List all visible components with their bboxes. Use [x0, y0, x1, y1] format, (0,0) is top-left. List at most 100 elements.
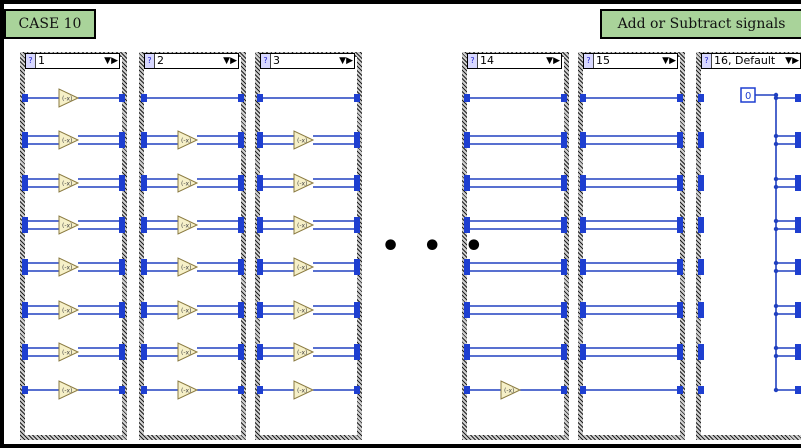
tunnel-terminal	[22, 352, 28, 360]
tunnel-terminal	[22, 225, 28, 233]
negate-symbol: (-x)	[181, 181, 191, 188]
case-selector-14[interactable]: ?14▼▶	[467, 53, 562, 69]
negate-node-icon	[293, 380, 315, 400]
tunnel-terminal	[561, 175, 567, 183]
tunnel-terminal	[119, 225, 125, 233]
case-selector-2[interactable]: ?2▼▶	[144, 53, 239, 69]
tunnel-terminal	[119, 344, 125, 352]
tunnel-terminal	[141, 259, 147, 267]
tunnel-terminal	[561, 140, 567, 148]
tunnel-terminal	[795, 132, 801, 140]
tunnel-terminal	[698, 225, 704, 233]
tunnel-terminal	[561, 302, 567, 310]
tunnel-terminal	[22, 183, 28, 191]
negate-symbol: (-x)	[62, 181, 72, 188]
tunnel-terminal	[257, 386, 263, 394]
tunnel-terminal	[464, 267, 470, 275]
tunnel-terminal	[677, 267, 683, 275]
tunnel-terminal	[795, 302, 801, 310]
case-selector-16-default[interactable]: ?16, Default▼▶	[701, 53, 801, 69]
tunnel-terminal	[795, 344, 801, 352]
tunnel-terminal	[238, 175, 244, 183]
tunnel-terminal	[561, 94, 567, 102]
negate-symbol: (-x)	[62, 223, 72, 230]
negate-node-icon	[293, 130, 315, 150]
wire-junction	[773, 353, 779, 359]
negate-symbol: (-x)	[297, 388, 307, 395]
tunnel-terminal	[354, 310, 360, 318]
tunnel-terminal	[257, 310, 263, 318]
tunnel-terminal	[580, 259, 586, 267]
tunnel-terminal	[561, 217, 567, 225]
tunnel-terminal	[698, 175, 704, 183]
tunnel-terminal	[238, 267, 244, 275]
tunnel-terminal	[580, 344, 586, 352]
tunnel-terminal	[464, 132, 470, 140]
tunnel-terminal	[561, 225, 567, 233]
negate-node-icon	[177, 300, 199, 320]
tunnel-terminal	[580, 352, 586, 360]
case-structure-1	[20, 52, 127, 440]
tunnel-terminal	[257, 302, 263, 310]
tunnel-terminal	[464, 140, 470, 148]
negate-symbol: (-x)	[504, 388, 514, 395]
tunnel-terminal	[698, 217, 704, 225]
tunnel-terminal	[238, 225, 244, 233]
case-structure-3	[255, 52, 362, 440]
negate-symbol: (-x)	[181, 388, 191, 395]
tunnel-terminal	[119, 132, 125, 140]
tunnel-terminal	[677, 140, 683, 148]
case-selector-1[interactable]: ?1▼▶	[25, 53, 120, 69]
tunnel-terminal	[561, 259, 567, 267]
tunnel-terminal	[580, 225, 586, 233]
tunnel-terminal	[257, 267, 263, 275]
tunnel-terminal	[580, 132, 586, 140]
tunnel-terminal	[464, 183, 470, 191]
wire-junction	[773, 268, 779, 274]
tunnel-terminal	[677, 310, 683, 318]
tunnel-terminal	[677, 302, 683, 310]
tunnel-terminal	[22, 386, 28, 394]
tunnel-terminal	[795, 94, 801, 102]
help-icon: ?	[26, 54, 36, 68]
tunnel-terminal	[698, 352, 704, 360]
help-icon: ?	[468, 54, 478, 68]
wire-junction	[773, 95, 779, 101]
wire-junction	[773, 184, 779, 190]
tunnel-terminal	[795, 225, 801, 233]
tunnel-terminal	[22, 344, 28, 352]
tunnel-terminal	[698, 132, 704, 140]
help-icon: ?	[145, 54, 155, 68]
tunnel-terminal	[561, 132, 567, 140]
ellipsis: • • •	[381, 229, 490, 264]
tunnel-terminal	[119, 217, 125, 225]
tunnel-terminal	[354, 94, 360, 102]
tunnel-terminal	[238, 310, 244, 318]
tunnel-terminal	[22, 217, 28, 225]
case-selector-value: 3	[273, 54, 280, 67]
wire-junction	[773, 311, 779, 317]
negate-symbol: (-x)	[62, 308, 72, 315]
negate-node-icon	[177, 380, 199, 400]
tunnel-terminal	[257, 175, 263, 183]
case-structure-14	[462, 52, 569, 440]
tunnel-terminal	[580, 140, 586, 148]
negate-symbol: (-x)	[62, 138, 72, 145]
tunnel-terminal	[354, 259, 360, 267]
constant-value: 0	[745, 91, 751, 102]
negate-symbol: (-x)	[181, 265, 191, 272]
tunnel-terminal	[698, 386, 704, 394]
negate-symbol: (-x)	[181, 223, 191, 230]
case-selector-15[interactable]: ?15▼▶	[583, 53, 678, 69]
case-selector-3[interactable]: ?3▼▶	[260, 53, 355, 69]
negate-node-icon	[58, 173, 80, 193]
tunnel-terminal	[22, 310, 28, 318]
negate-symbol: (-x)	[181, 308, 191, 315]
tunnel-terminal	[464, 217, 470, 225]
selector-arrows-icon: ▼▶	[546, 56, 560, 66]
tunnel-terminal	[238, 302, 244, 310]
tunnel-terminal	[795, 175, 801, 183]
tunnel-terminal	[561, 352, 567, 360]
tunnel-terminal	[677, 225, 683, 233]
